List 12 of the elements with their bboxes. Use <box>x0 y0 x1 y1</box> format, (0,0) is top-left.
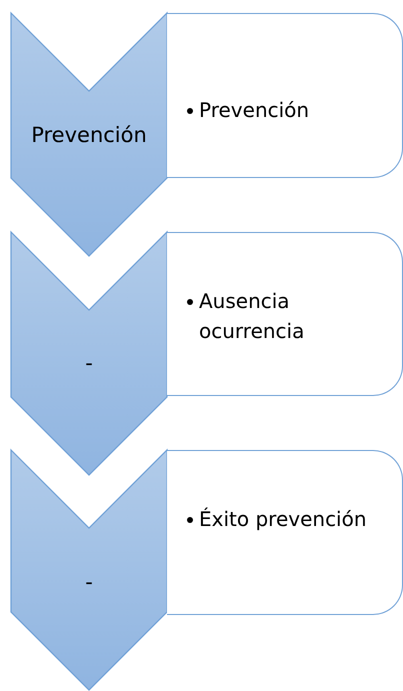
chevron-shape <box>11 450 167 690</box>
bullet-text: Prevención <box>187 95 392 125</box>
chevron-shape <box>11 13 167 256</box>
step-label: - <box>84 351 94 375</box>
step-label: Prevención <box>30 123 148 147</box>
bullet-text: Éxito prevención <box>187 504 392 534</box>
step-label: - <box>84 570 94 594</box>
chevron-shape <box>11 232 167 475</box>
rounded-box <box>167 232 403 396</box>
bullet-text: Ausencia ocurrencia <box>187 286 392 346</box>
rounded-box <box>167 450 403 615</box>
rounded-box <box>167 13 403 178</box>
